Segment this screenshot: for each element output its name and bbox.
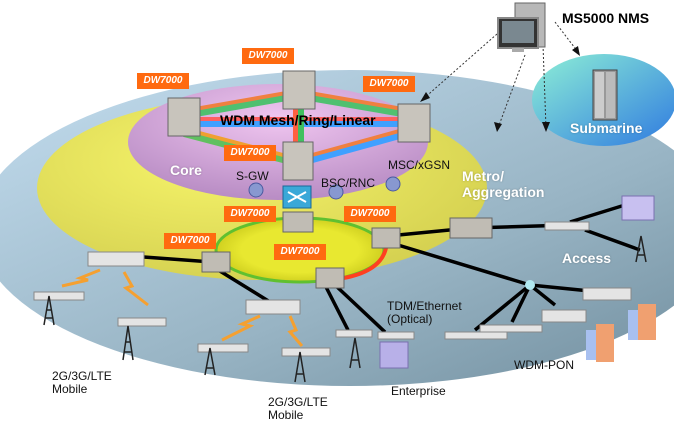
device-tag-east: DW7000 <box>363 76 415 92</box>
splitter-node <box>525 280 535 290</box>
enterprise-building <box>379 341 409 369</box>
core-node-north <box>282 70 316 110</box>
zone-metro-label: Metro/ Aggregation <box>462 168 545 200</box>
core-network-label: WDM Mesh/Ring/Linear <box>220 112 376 128</box>
device-tag-north: DW7000 <box>242 48 294 64</box>
device-tag-metro-east: DW7000 <box>344 206 396 222</box>
bsc-rnc-icon <box>328 184 344 200</box>
submarine-rack-icon <box>592 69 618 121</box>
device-tag-metro-south: DW7000 <box>274 244 326 260</box>
arrow-heads <box>420 46 580 132</box>
core-element-icons <box>248 176 401 200</box>
device-tag-west: DW7000 <box>137 73 189 89</box>
core-node-center <box>282 141 314 181</box>
tdm-ethernet-label: TDM/Ethernet (Optical) <box>387 299 462 326</box>
device-tag-metro-west: DW7000 <box>164 233 216 249</box>
enterprise-label: Enterprise <box>391 384 446 398</box>
core-node-west <box>167 97 201 137</box>
buildings <box>379 195 656 369</box>
access-building <box>621 195 655 221</box>
metro-nodes <box>201 211 493 289</box>
bsc-rnc-label: BSC/RNC <box>321 176 376 190</box>
msc-xgsn-icon <box>385 176 401 192</box>
mobile-right-label: 2G/3G/LTE Mobile <box>268 395 328 422</box>
core-nodes <box>167 70 431 181</box>
wdm-pon-label: WDM-PON <box>514 358 574 372</box>
nms-management-links <box>421 21 579 129</box>
core-node-east <box>397 103 431 143</box>
nms-label: MS5000 NMS <box>562 10 650 26</box>
device-tag-center: DW7000 <box>224 145 276 161</box>
sgw-label: S-GW <box>236 169 269 183</box>
mobile-left-label: 2G/3G/LTE Mobile <box>52 369 112 396</box>
device-tag-metro-top: DW7000 <box>224 206 276 222</box>
msc-xgsn-label: MSC/xGSN <box>388 158 451 172</box>
cell-towers <box>43 235 647 383</box>
nms-computer-icon <box>497 2 546 52</box>
zone-core-label: Core <box>170 162 202 178</box>
access-devices <box>33 221 632 357</box>
sgw-icon <box>248 182 264 198</box>
zone-access-label: Access <box>562 250 612 266</box>
wireless-links <box>61 268 304 347</box>
zone-submarine-label: Submarine <box>570 120 643 136</box>
